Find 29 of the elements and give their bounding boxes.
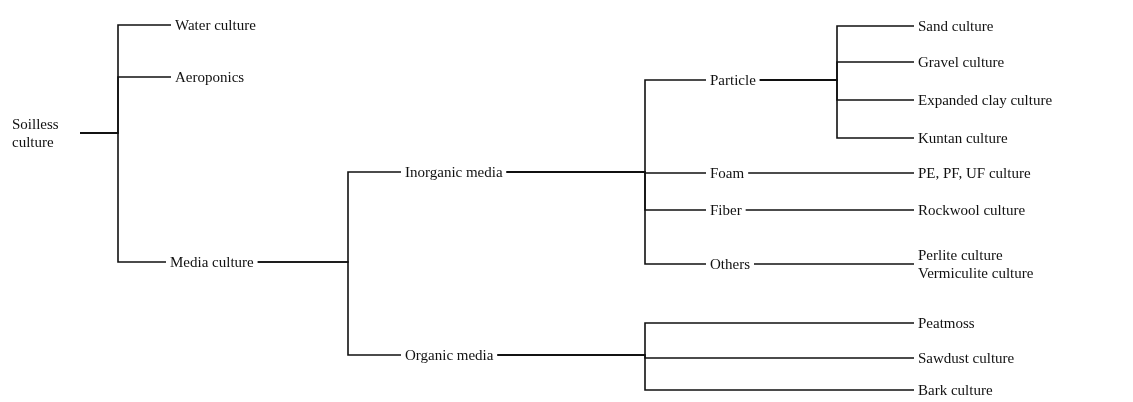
connector-line	[505, 171, 707, 265]
node-label: Media culture	[170, 253, 254, 271]
node-label: Aeroponics	[175, 68, 245, 86]
node-label: Organic media	[405, 346, 494, 364]
node-label: Inorganic media	[405, 163, 503, 181]
node-label: Peatmoss	[918, 314, 975, 332]
node-label: Bark culture	[918, 381, 993, 399]
node-label: Foam	[710, 164, 745, 182]
connector-line	[759, 79, 915, 139]
node-label: Sand culture	[918, 17, 994, 35]
node-label: Others	[710, 255, 750, 273]
node-label: Perlite culture	[918, 246, 1004, 264]
connector-line	[496, 354, 915, 391]
connector-line	[753, 263, 915, 265]
node-label: Gravel culture	[918, 53, 1005, 71]
node-label: Kuntan culture	[918, 129, 1008, 147]
node-label: Sawdust culture	[918, 349, 1015, 367]
node-label: Vermiculite culture	[918, 264, 1034, 282]
connector-line	[256, 261, 402, 356]
node-label: Water culture	[175, 16, 256, 34]
connector-line	[744, 209, 915, 211]
node-label: PE, PF, UF culture	[918, 164, 1031, 182]
node-label: Fiber	[710, 201, 742, 219]
connector-line	[747, 172, 915, 174]
node-label: Particle	[710, 71, 756, 89]
node-label: Rockwool culture	[918, 201, 1026, 219]
node-label: Soilless culture	[12, 115, 60, 151]
node-label: Expanded clay culture	[918, 91, 1053, 109]
connector-line	[79, 132, 167, 263]
